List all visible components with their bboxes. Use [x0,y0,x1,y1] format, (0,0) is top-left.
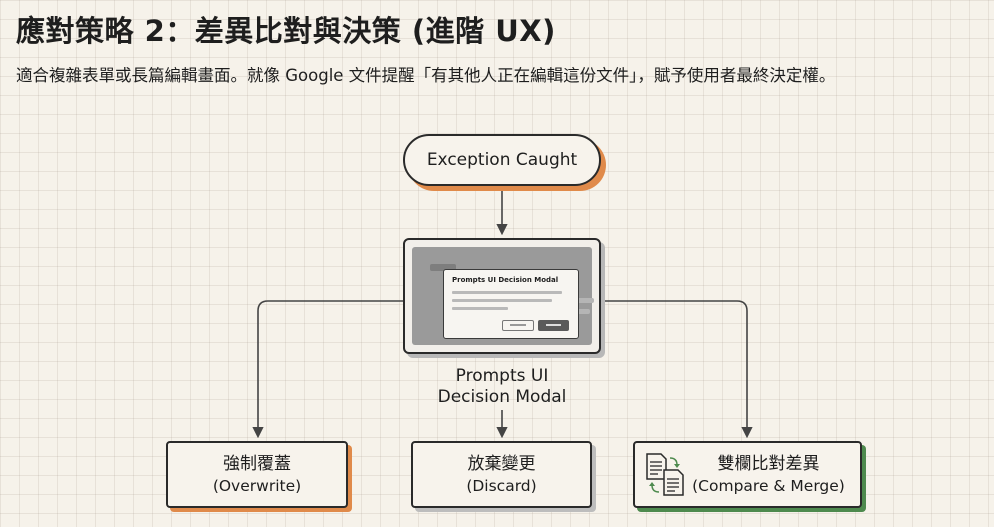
option-compare-merge: 雙欄比對差異 (Compare & Merge) [633,441,862,508]
dialog-title: Prompts UI Decision Modal [452,276,559,284]
exception-caught-label: Exception Caught [426,150,578,170]
dialog-text-line [452,291,562,294]
decision-modal-illustration: Prompts UI Decision Modal [403,238,601,354]
option-discard-label: 放棄變更 [467,453,536,474]
document-compare-icon [646,452,684,496]
option-overwrite-sub: (Overwrite) [212,476,302,495]
modal-caption-line2: Decision Modal [437,387,567,407]
dialog-text-line [452,299,552,302]
dialog-cancel-button [502,320,534,331]
screen-backdrop: Prompts UI Decision Modal [412,247,594,345]
arrow-modal-to-overwrite [252,300,403,439]
option-compare-sub: (Compare & Merge) [692,476,845,495]
option-overwrite: 強制覆蓋 (Overwrite) [166,441,348,508]
modal-caption-line1: Prompts UI [455,366,549,386]
option-overwrite-label: 強制覆蓋 [223,453,291,474]
exception-caught-node: Exception Caught [403,134,601,186]
page-title: 應對策略 2：差異比對與決策 (進階 UX) [16,14,556,48]
page-subtitle: 適合複雜表單或長篇編輯畫面。就像 Google 文件提醒「有其他人正在編輯這份文… [16,66,836,85]
arrow-modal-to-compare [601,300,753,439]
decision-dialog: Prompts UI Decision Modal [443,269,579,339]
modal-caption: Prompts UI Decision Modal [412,366,592,408]
option-compare-label: 雙欄比對差異 [717,453,820,474]
option-discard-sub: (Discard) [466,476,537,495]
dialog-text-line [452,307,508,310]
option-discard: 放棄變更 (Discard) [411,441,592,508]
dialog-confirm-button [538,320,569,331]
